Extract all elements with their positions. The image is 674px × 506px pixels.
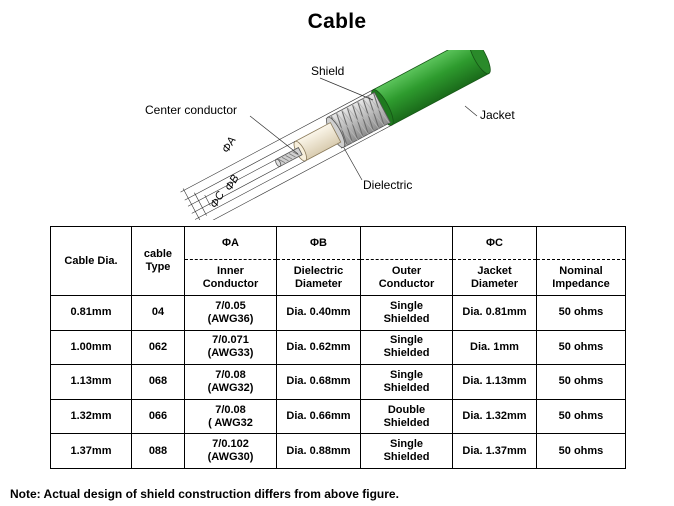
- cell-jacket: Dia. 1.32mm: [452, 398, 537, 435]
- header-cable-type: cable Type: [131, 226, 185, 296]
- cell-jacket: Dia. 0.81mm: [452, 295, 537, 331]
- header-jacket-line1: Jacket: [477, 264, 512, 277]
- page-title: Cable: [307, 10, 367, 33]
- cell-inner-line2: (AWG32): [207, 381, 254, 394]
- header-impedance-blank: [536, 226, 626, 260]
- cell-inner-conductor: 7/0.071(AWG33): [184, 329, 277, 366]
- table-row: 1.32mm 066 7/0.08( AWG32 Dia. 0.66mm Dou…: [50, 398, 626, 435]
- cable-drawing: [180, 50, 491, 220]
- cell-jacket: Dia. 1.13mm: [452, 364, 537, 400]
- cell-cable-dia: 0.81mm: [50, 295, 132, 331]
- header-phi-c: ΦC: [452, 226, 537, 260]
- header-cable-type-text: cable Type: [143, 248, 173, 273]
- footnote: Note: Actual design of shield constructi…: [10, 487, 399, 501]
- cell-inner-conductor: 7/0.05(AWG36): [184, 295, 277, 331]
- cell-cable-type: 088: [131, 433, 185, 469]
- cable-spec-table: Cable Dia. cable Type ΦA ΦB ΦC Inner Con…: [50, 226, 626, 469]
- cell-outer-line1: Single: [389, 368, 423, 381]
- header-outer-conductor: Outer Conductor: [360, 259, 453, 296]
- cell-cable-type: 068: [131, 364, 185, 400]
- center-conductor-label: Center conductor: [145, 103, 238, 117]
- cell-inner-line2: (AWG36): [207, 312, 254, 325]
- cell-inner-line2: (AWG33): [207, 347, 254, 360]
- cell-dielectric: Dia. 0.40mm: [276, 295, 361, 331]
- cell-outer-line2: Shielded: [383, 347, 430, 360]
- cell-cable-dia: 1.32mm: [50, 398, 132, 435]
- cell-cable-dia: 1.37mm: [50, 433, 132, 469]
- cell-inner-line2: (AWG30): [207, 451, 254, 464]
- cell-outer-line1: Single: [389, 334, 423, 347]
- header-jacket-line2: Diameter: [470, 277, 519, 290]
- cell-inner-line1: 7/0.071: [212, 334, 249, 347]
- cell-outer-line2: Shielded: [383, 416, 430, 429]
- shield-label: Shield: [311, 64, 345, 78]
- header-inner-conductor-line1: Inner: [217, 264, 244, 277]
- cell-outer-line1: Single: [389, 299, 423, 312]
- dimension-lines: [180, 89, 392, 220]
- header-outer-line2: Conductor: [378, 277, 435, 290]
- cell-cable-dia: 1.13mm: [50, 364, 132, 400]
- cell-inner-conductor: 7/0.08(AWG32): [184, 364, 277, 400]
- table-row: 1.13mm 068 7/0.08(AWG32) Dia. 0.68mm Sin…: [50, 364, 626, 400]
- header-inner-conductor-line2: Conductor: [202, 277, 259, 290]
- table-row: 1.00mm 062 7/0.071(AWG33) Dia. 0.62mm Si…: [50, 329, 626, 366]
- cell-impedance: 50 ohms: [536, 433, 626, 469]
- cell-cable-type: 04: [131, 295, 185, 331]
- cell-jacket: Dia. 1mm: [452, 329, 537, 366]
- cell-inner-line1: 7/0.08: [215, 403, 246, 416]
- header-cable-dia: Cable Dia.: [50, 226, 132, 296]
- cell-impedance: 50 ohms: [536, 398, 626, 435]
- header-impedance-line2: Impedance: [552, 277, 610, 290]
- cable-illustration: [130, 50, 550, 220]
- leader-lines: [249, 77, 478, 181]
- cell-inner-line2: ( AWG32: [208, 416, 253, 429]
- header-impedance-line1: Nominal: [559, 264, 603, 277]
- cell-outer-line2: Shielded: [383, 312, 430, 325]
- cell-outer-line1: Double: [387, 403, 426, 416]
- header-jacket-diameter: Jacket Diameter: [452, 259, 537, 296]
- table-row: 1.37mm 088 7/0.102(AWG30) Dia. 0.88mm Si…: [50, 433, 626, 469]
- cell-outer-line2: Shielded: [383, 381, 430, 394]
- cell-cable-type: 066: [131, 398, 185, 435]
- header-phi-b: ΦB: [276, 226, 361, 260]
- center-conductor: [275, 147, 303, 167]
- header-dielectric-diameter: Dielectric Diameter: [276, 259, 361, 296]
- header-inner-conductor: Inner Conductor: [184, 259, 277, 296]
- table-row: 0.81mm 04 7/0.05(AWG36) Dia. 0.40mm Sing…: [50, 295, 626, 331]
- cell-inner-line1: 7/0.08: [215, 368, 246, 381]
- cell-dielectric: Dia. 0.62mm: [276, 329, 361, 366]
- dielectric-label: Dielectric: [363, 178, 413, 192]
- header-dielectric-line2: Diameter: [294, 277, 343, 290]
- header-nominal-impedance: Nominal Impedance: [536, 259, 626, 296]
- cell-outer-line2: Shielded: [383, 451, 430, 464]
- cell-dielectric: Dia. 0.88mm: [276, 433, 361, 469]
- cell-dielectric: Dia. 0.68mm: [276, 364, 361, 400]
- cell-cable-type: 062: [131, 329, 185, 366]
- header-outer-blank: [360, 226, 453, 260]
- header-dielectric-line1: Dielectric: [293, 264, 344, 277]
- cell-jacket: Dia. 1.37mm: [452, 433, 537, 469]
- cell-inner-conductor: 7/0.08( AWG32: [184, 398, 277, 435]
- cell-impedance: 50 ohms: [536, 329, 626, 366]
- jacket-label: Jacket: [480, 108, 515, 122]
- cell-cable-dia: 1.00mm: [50, 329, 132, 366]
- cell-outer-line1: Single: [389, 438, 423, 451]
- cell-inner-conductor: 7/0.102(AWG30): [184, 433, 277, 469]
- cell-dielectric: Dia. 0.66mm: [276, 398, 361, 435]
- header-phi-a: ΦA: [184, 226, 277, 260]
- cell-inner-line1: 7/0.102: [212, 438, 249, 451]
- cell-impedance: 50 ohms: [536, 364, 626, 400]
- cell-impedance: 50 ohms: [536, 295, 626, 331]
- header-outer-line1: Outer: [391, 264, 422, 277]
- cell-inner-line1: 7/0.05: [215, 299, 246, 312]
